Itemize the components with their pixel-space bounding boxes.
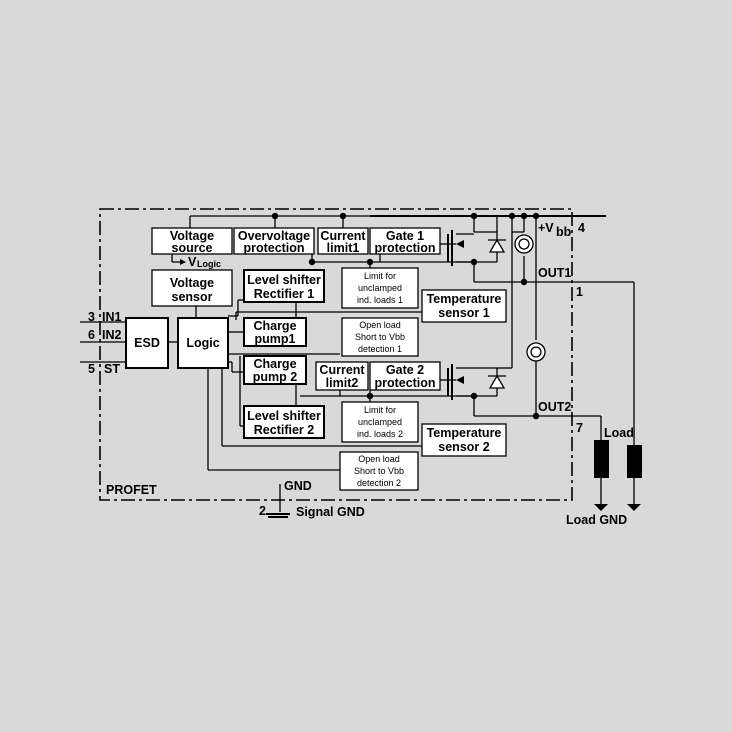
gate2-line2: protection xyxy=(374,376,435,390)
voltage-source-line2: source xyxy=(172,241,213,255)
voltage-source-line1: Voltage xyxy=(170,229,214,243)
temp1-line1: Temperature xyxy=(427,292,502,306)
current-limit2-line1: Current xyxy=(319,363,365,377)
logic-label: Logic xyxy=(186,336,219,350)
gate2-line1: Gate 2 xyxy=(386,363,424,377)
signal-gnd-label: Signal GND xyxy=(296,505,365,519)
block-open-load2: Open load Short to Vbb detection 2 xyxy=(339,451,419,491)
block-charge-pump2: Charge pump 2 xyxy=(243,355,307,385)
temp2-line2: sensor 2 xyxy=(438,440,489,454)
pin-labels: 3 IN1 6 IN2 5 ST +V bb 4 OUT1 1 OUT2 7 G… xyxy=(88,221,634,527)
limit1-line3: ind. loads 1 xyxy=(357,295,403,305)
block-logic: Logic xyxy=(177,317,229,369)
voltage-sensor-line2: sensor xyxy=(172,290,213,304)
profet-boundary xyxy=(99,208,573,501)
limit2-line1: Limit for xyxy=(364,405,396,415)
block-gate2-protection: Gate 2 protection xyxy=(369,361,441,391)
block-limit2: Limit for unclamped ind. loads 2 xyxy=(341,401,419,443)
level-shifter2-line2: Rectifier 2 xyxy=(254,423,314,437)
charge-pump2-line1: Charge xyxy=(253,357,296,371)
load-gnd-label: Load GND xyxy=(566,513,627,527)
pin-in2-number: 6 xyxy=(88,328,95,342)
junction-dots xyxy=(271,212,540,420)
profet-label: PROFET xyxy=(106,483,157,497)
pin-out1-label: OUT1 xyxy=(538,266,571,280)
block-temperature-sensor1: Temperature sensor 1 xyxy=(421,289,507,323)
block-voltage-source: Voltage source xyxy=(151,227,233,255)
vbb-prefix: +V xyxy=(538,221,554,235)
pin-st-number: 5 xyxy=(88,362,95,376)
v-logic-subscript: Logic xyxy=(197,259,221,269)
block-charge-pump1: Charge pump1 xyxy=(243,317,307,347)
block-esd: ESD xyxy=(125,317,169,369)
load-label: Load xyxy=(604,426,634,440)
block-gate1-protection: Gate 1 protection xyxy=(369,227,441,255)
pin-in1-number: 3 xyxy=(88,310,95,324)
charge-pump1-line2: pump1 xyxy=(255,332,296,346)
limit1-line1: Limit for xyxy=(364,271,396,281)
block-level-shifter1: Level shifter Rectifier 1 xyxy=(243,269,325,303)
temp2-line1: Temperature xyxy=(427,426,502,440)
open-load1-line2: Short to Vbb xyxy=(355,332,405,342)
limit2-line3: ind. loads 2 xyxy=(357,429,403,439)
limit1-line2: unclamped xyxy=(358,283,402,293)
load-resistor-2 xyxy=(627,445,642,478)
current-limit2-line2: limit2 xyxy=(326,376,359,390)
block-overvoltage-protection: Overvoltage protection xyxy=(233,227,315,255)
limit2-line2: unclamped xyxy=(358,417,402,427)
block-limit1: Limit for unclamped ind. loads 1 xyxy=(341,267,419,309)
open-load2-line2: Short to Vbb xyxy=(354,466,404,476)
temp1-line2: sensor 1 xyxy=(438,306,489,320)
level-shifter1-line2: Rectifier 1 xyxy=(254,287,314,301)
level-shifter1-line1: Level shifter xyxy=(247,273,321,287)
level-shifter2-line1: Level shifter xyxy=(247,409,321,423)
charge-pump1-line1: Charge xyxy=(253,319,296,333)
pin-gnd-number: 2 xyxy=(259,504,266,518)
overvoltage-line1: Overvoltage xyxy=(238,229,310,243)
block-current-limit1: Current limit1 xyxy=(317,227,369,255)
current-limit1-line1: Current xyxy=(320,229,366,243)
esd-label: ESD xyxy=(134,336,160,350)
pin-in2-label: IN2 xyxy=(102,328,122,342)
charge-pump2-line2: pump 2 xyxy=(253,370,297,384)
pin-out2-number: 7 xyxy=(576,421,583,435)
current-limit1-line2: limit1 xyxy=(327,241,360,255)
open-load2-line3: detection 2 xyxy=(357,478,401,488)
pin-vbb-number: 4 xyxy=(578,221,585,235)
pin-gnd-label: GND xyxy=(284,479,312,493)
block-temperature-sensor2: Temperature sensor 2 xyxy=(421,423,507,457)
voltage-sensor-line1: Voltage xyxy=(170,276,214,290)
gate1-line1: Gate 1 xyxy=(386,229,424,243)
pin-out2-label: OUT2 xyxy=(538,400,571,414)
pin-in1-label: IN1 xyxy=(102,310,122,324)
block-current-limit2: Current limit2 xyxy=(315,361,369,391)
vbb-subscript: bb xyxy=(556,225,572,239)
v-logic-label: V xyxy=(188,255,197,269)
load-resistor-1 xyxy=(594,440,609,478)
block-open-load1: Open load Short to Vbb detection 1 xyxy=(341,317,419,357)
overvoltage-line2: protection xyxy=(243,241,304,255)
open-load2-line1: Open load xyxy=(358,454,400,464)
open-load1-line1: Open load xyxy=(359,320,401,330)
block-level-shifter2: Level shifter Rectifier 2 xyxy=(243,405,325,439)
pin-st-label: ST xyxy=(104,362,120,376)
pin-out1-number: 1 xyxy=(576,285,583,299)
block-voltage-sensor: Voltage sensor xyxy=(151,269,233,307)
gate1-line2: protection xyxy=(374,241,435,255)
open-load1-line3: detection 1 xyxy=(358,344,402,354)
